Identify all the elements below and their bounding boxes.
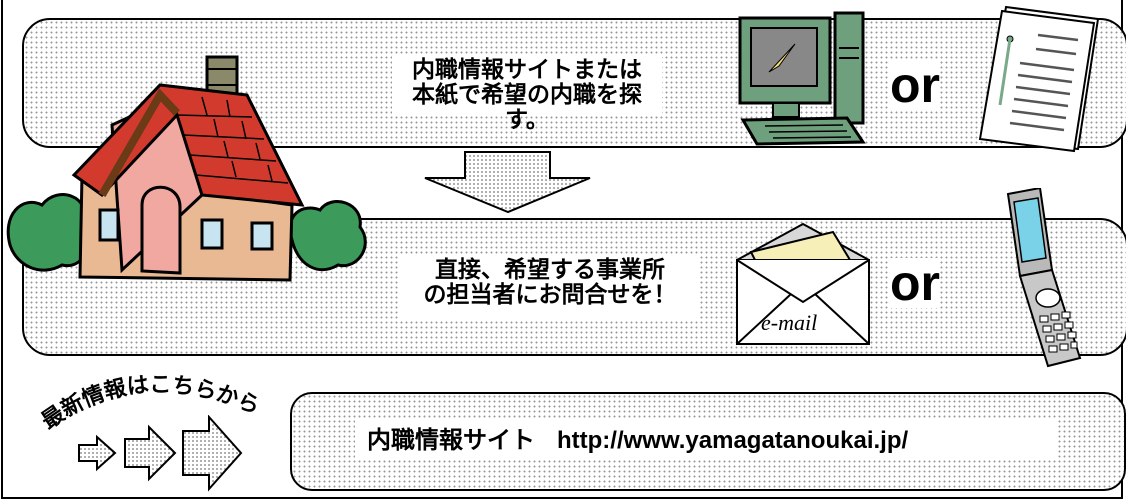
latest-info-banner-text: 最新情報はこちらから (37, 373, 263, 435)
mobile-phone-icon (1006, 188, 1082, 368)
computer-icon (738, 11, 866, 146)
step1-line2: 本紙で希望の内職を探す。 (412, 82, 642, 133)
step2-or-label: or (890, 255, 940, 311)
envelope-icon: e-mail (736, 222, 870, 345)
step1-or-label: or (890, 57, 940, 113)
step1-text: 内職情報サイトまたは 本紙で希望の内職を探す。 (392, 55, 662, 133)
right-arrow-icon (78, 415, 243, 492)
site-text: 内職情報サイト http://www.yamagatanoukai.jp/ (355, 420, 1057, 460)
step1-line1: 内職情報サイトまたは (412, 57, 642, 83)
down-arrow-icon (424, 151, 591, 214)
envelope-label: e-mail (761, 310, 817, 335)
step2-line2: の担当者にお問合せを！ (423, 282, 677, 308)
step2-line1: 直接、希望する事業所 (435, 257, 665, 283)
site-url-link[interactable]: http://www.yamagatanoukai.jp/ (557, 427, 909, 454)
latest-info-banner: 最新情報はこちらから (30, 350, 280, 440)
step2-text: 直接、希望する事業所 の担当者にお問合せを！ (400, 255, 700, 320)
site-label: 内職情報サイト (367, 426, 535, 454)
house-icon (6, 55, 367, 282)
document-icon (978, 5, 1100, 153)
